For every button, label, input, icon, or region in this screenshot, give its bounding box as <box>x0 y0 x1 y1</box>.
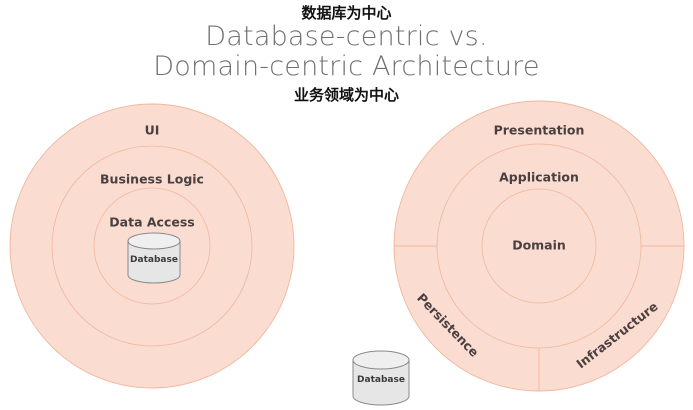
database-centric-database-label: Database <box>130 255 178 265</box>
domain-centric-layer-label-application: Application <box>499 169 579 185</box>
database-centric-layer-label-ui: UI <box>144 122 160 138</box>
domain-centric-diagram <box>393 100 685 392</box>
domain-centric-layer-label-presentation: Presentation <box>493 122 585 138</box>
domain-centric-layer-label-infrastructure: Infrastructure <box>573 298 661 372</box>
standalone-database-cylinder <box>352 350 410 406</box>
domain-centric-ring-2 <box>481 188 597 304</box>
domain-centric-layer-label-domain: Domain <box>512 237 566 253</box>
database-centric-database-top <box>127 232 181 250</box>
database-centric-diagram <box>9 103 295 389</box>
database-centric-layer-label-data-access: Data Access <box>109 214 195 230</box>
database-centric-layer-label-business-logic: Business Logic <box>100 171 204 187</box>
standalone-database-label: Database <box>357 375 405 385</box>
domain-centric-layer-label-persistence: Persistence <box>414 290 482 360</box>
standalone-database-body <box>352 359 410 406</box>
standalone-database-top <box>352 350 410 370</box>
database-centric-database-body <box>127 240 181 284</box>
